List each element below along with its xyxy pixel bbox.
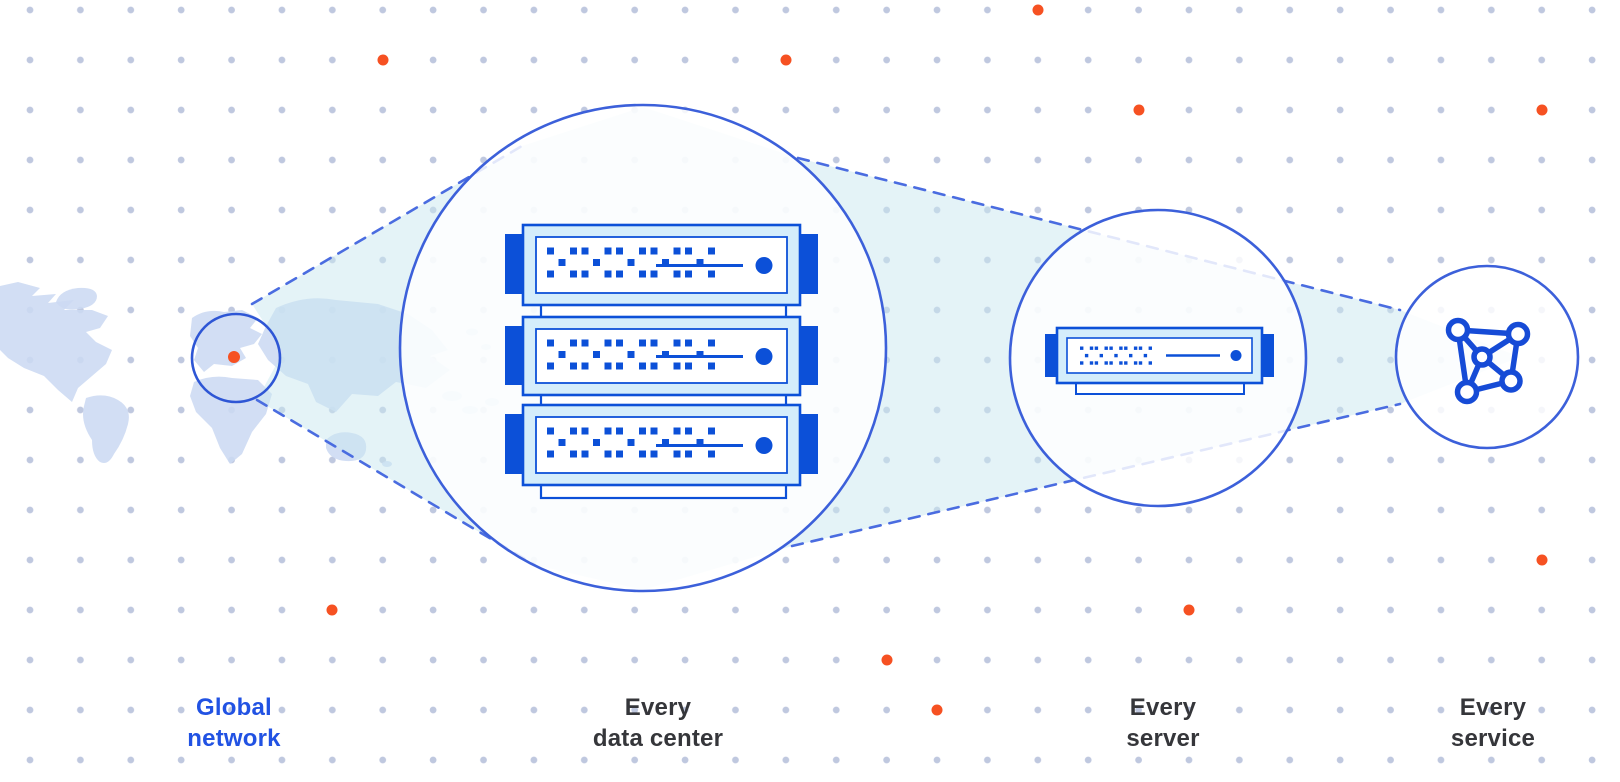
mesh-node [1445, 317, 1471, 343]
rack-ear-right [799, 326, 818, 385]
mesh-node [1505, 321, 1531, 347]
dashed-line-left-bottom [255, 398, 537, 567]
orange-accent-dot [1133, 104, 1145, 116]
map-north-america [0, 282, 112, 402]
rack-unit-2 [505, 315, 818, 397]
network-mesh-icon [1445, 317, 1531, 405]
led-dot [755, 437, 773, 454]
orange-accent-dot [377, 54, 389, 66]
accent-dots [326, 4, 1548, 716]
orange-accent-dot [881, 654, 893, 666]
map-marker-icon [228, 351, 240, 363]
rack-ear-left [505, 234, 524, 294]
mesh-node [1454, 379, 1480, 405]
orange-accent-dot [1183, 604, 1195, 616]
rack-ear-left [505, 414, 524, 474]
led-dot [755, 348, 773, 365]
vent-pattern [547, 427, 715, 458]
server-ear-left [1045, 334, 1058, 377]
led-dot [1230, 350, 1242, 361]
orange-accent-dot [1536, 554, 1548, 566]
mesh-node-center [1471, 346, 1493, 368]
label-line: network [187, 725, 281, 752]
label-line: Every [1459, 694, 1527, 721]
vent-pattern [547, 247, 715, 278]
map-africa [190, 376, 272, 464]
label-global-network: Global network [187, 692, 280, 754]
rack-ear-right [799, 414, 818, 474]
rack-unit-3 [505, 403, 818, 487]
orange-accent-dot [326, 604, 338, 616]
orange-accent-dot [780, 54, 792, 66]
orange-accent-dot [1032, 4, 1044, 16]
map-region-circle [190, 312, 282, 404]
label-line: Global [196, 694, 272, 721]
orange-accent-dot [931, 704, 943, 716]
mesh-node [1499, 369, 1523, 393]
rack-unit-1 [505, 223, 818, 307]
map-south-america [83, 395, 129, 463]
label-line: server [1126, 725, 1200, 752]
label-every-service: Every service [1451, 692, 1535, 754]
orange-accent-dot [1536, 104, 1548, 116]
rack-ear-left [505, 326, 524, 385]
vent-pattern [1080, 346, 1152, 365]
vent-pattern [547, 339, 715, 370]
label-line: Every [1129, 694, 1197, 721]
server-ear-right [1261, 334, 1274, 377]
single-server-icon [1045, 326, 1274, 395]
label-every-server: Every server [1126, 692, 1199, 754]
server-rack-icon [505, 223, 818, 500]
rack-ear-right [799, 234, 818, 294]
label-line: Every [624, 694, 692, 721]
map-europe [190, 310, 262, 372]
label-line: service [1450, 725, 1536, 752]
led-dot [755, 257, 773, 274]
label-every-data-center: Every data center [593, 692, 723, 754]
label-line: data center [592, 725, 724, 752]
